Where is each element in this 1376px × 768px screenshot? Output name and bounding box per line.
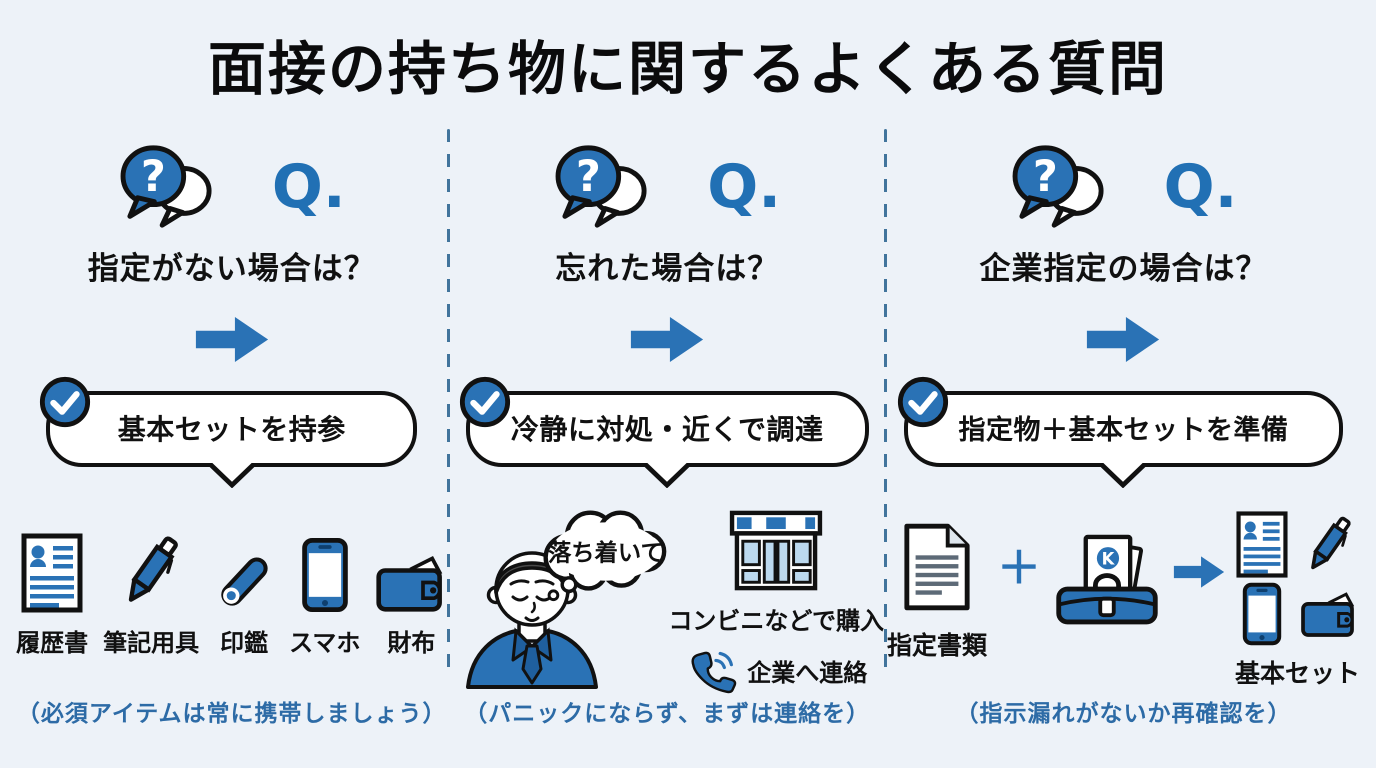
list-item: 筆記用具 xyxy=(103,529,199,658)
faq-columns: ? Q. 指定がない場合は？ 基本セットを持参 履歴書 xyxy=(0,105,1376,727)
briefcase-icon: K xyxy=(1056,534,1158,625)
faq-column-no-specification: ? Q. 指定がない場合は？ 基本セットを持参 履歴書 xyxy=(16,105,447,746)
q-label: Q. xyxy=(707,151,782,222)
stamp-icon xyxy=(214,551,274,613)
set-label: 基本セット xyxy=(1234,658,1360,688)
pen-icon xyxy=(120,529,182,613)
question-bubble-icon: ? xyxy=(1010,142,1112,232)
smartphone-icon xyxy=(301,537,349,613)
svg-text:K: K xyxy=(1102,549,1116,568)
convenience-store-icon xyxy=(730,510,823,591)
resume-icon xyxy=(1236,511,1288,578)
doc-label: 指定書類 xyxy=(886,631,987,661)
list-item: スマホ xyxy=(289,537,360,658)
dashed-divider xyxy=(883,128,887,674)
faq-column-company-specified: ? Q. 企業指定の場合は？ 指定物＋基本セットを準備 指定書類 ＋ xyxy=(887,105,1360,746)
question-text: 指定がない場合は？ xyxy=(87,250,376,287)
check-circle-icon xyxy=(458,375,512,429)
bubble-tail xyxy=(644,463,690,488)
specified-documents: 指定書類 xyxy=(887,522,987,662)
answer-bubble: 指定物＋基本セットを準備 xyxy=(904,391,1344,467)
list-item: 履歴書 xyxy=(16,533,88,658)
item-label: 印鑑 xyxy=(220,628,269,657)
check-circle-icon xyxy=(896,375,950,429)
question-header: ? Q. xyxy=(1010,141,1238,233)
thinking-person: 落ち着いて xyxy=(450,505,668,689)
answer-text: 冷静に対処・近くで調達 xyxy=(465,390,869,467)
preparation-scene: 指定書類 ＋ K xyxy=(887,503,1360,688)
question-bubble-icon: ? xyxy=(118,142,220,232)
answer-text: 基本セットを持参 xyxy=(46,390,418,467)
down-flow-arrow-icon xyxy=(627,312,707,367)
thought-cloud-icon: 落ち着いて xyxy=(543,510,667,601)
item-label: 財布 xyxy=(387,628,436,657)
question-header: ? Q. xyxy=(118,141,346,233)
page-title: 面接の持ち物に関するよくある質問 xyxy=(207,35,1168,103)
list-item: 財布 xyxy=(375,552,447,658)
bubble-tail xyxy=(1100,463,1146,488)
q-label: Q. xyxy=(271,151,346,222)
column-note: （指示漏れがないか再確認を） xyxy=(955,700,1292,727)
down-flow-arrow-icon xyxy=(192,312,272,367)
item-label: スマホ xyxy=(289,628,361,657)
check-circle-icon xyxy=(38,375,92,429)
svg-text:?: ? xyxy=(1032,152,1057,202)
wallet-icon xyxy=(1300,589,1358,638)
down-flow-arrow-icon xyxy=(1083,312,1163,367)
forgot-scene: 落ち着いて xyxy=(450,503,884,694)
pen-icon xyxy=(1304,511,1354,578)
item-label: 筆記用具 xyxy=(103,628,200,657)
question-bubble-icon: ? xyxy=(553,142,655,232)
answer-bubble: 冷静に対処・近くで調達 xyxy=(466,391,869,467)
resume-icon xyxy=(21,533,83,613)
column-note: （パニックにならず、まずは連絡を） xyxy=(464,700,871,727)
question-header: ? Q. xyxy=(553,141,781,233)
answer-bubble: 基本セットを持参 xyxy=(46,390,418,467)
wallet-icon xyxy=(375,552,447,613)
contact-row: 企業へ連絡 xyxy=(685,648,867,694)
question-text: 企業指定の場合は？ xyxy=(979,250,1268,287)
basic-set-group: 基本セット xyxy=(1235,511,1360,690)
list-item: 印鑑 xyxy=(214,551,274,658)
answer-text: 指定物＋基本セットを準備 xyxy=(903,390,1344,467)
arrow-icon xyxy=(1171,553,1227,591)
store-caption: コンビニなどで購入 xyxy=(668,606,884,635)
bubble-tail xyxy=(209,463,255,488)
column-note: （必須アイテムは常に携帯しましょう） xyxy=(16,700,447,727)
svg-text:落ち着いて: 落ち着いて xyxy=(548,538,664,566)
plus-icon: ＋ xyxy=(996,543,1041,595)
faq-column-forgot: ? Q. 忘れた場合は？ 冷静に対処・近くで調達 xyxy=(450,105,884,746)
document-icon xyxy=(901,522,973,612)
basic-set-items: 履歴書 筆記用具 印鑑 スマホ xyxy=(16,503,447,658)
svg-text:?: ? xyxy=(576,152,601,202)
dashed-divider xyxy=(447,128,451,674)
phone-caption: 企業へ連絡 xyxy=(747,659,868,688)
smartphone-icon xyxy=(1242,582,1282,646)
phone-call-icon xyxy=(691,651,737,693)
q-label: Q. xyxy=(1163,151,1238,222)
item-label: 履歴書 xyxy=(16,628,89,657)
question-text: 忘れた場合は？ xyxy=(555,250,780,287)
svg-text:?: ? xyxy=(141,152,166,202)
